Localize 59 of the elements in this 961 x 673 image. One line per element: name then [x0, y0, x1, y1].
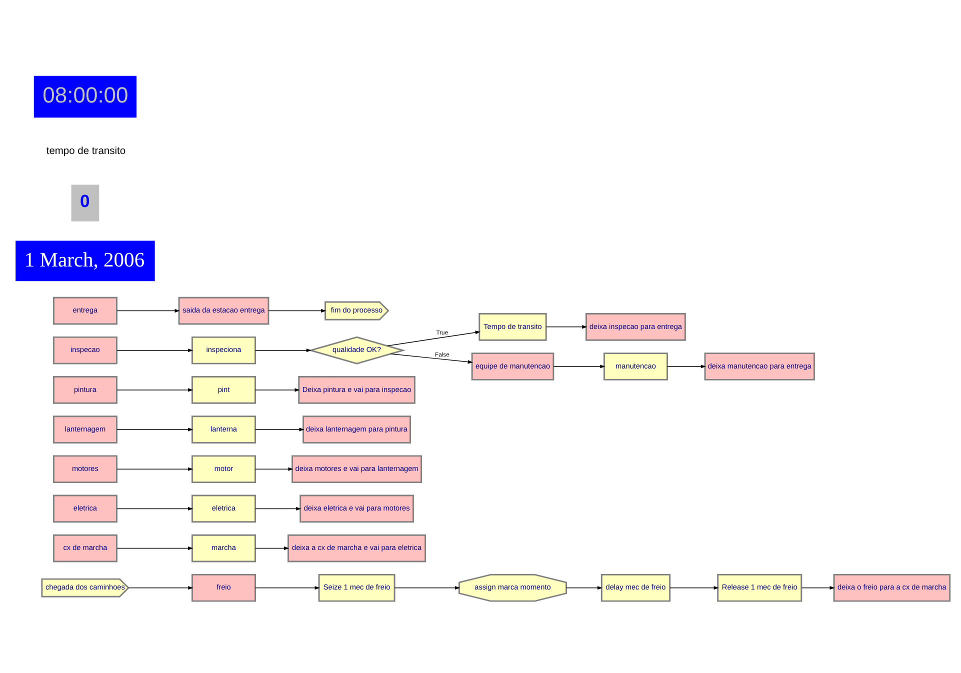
node-box: Seize 1 mec de freio	[318, 573, 396, 602]
node-diamond: qualidade OK?	[308, 336, 406, 364]
node-box: motor	[192, 454, 256, 483]
label: 08:00:00	[42, 82, 128, 108]
node-box: deixa inspecao para entrega	[586, 312, 686, 340]
node-box: deixa manutencao para entrega	[704, 352, 815, 380]
node-box: entrega	[52, 296, 118, 324]
node-box: deixa lanternagem para pintura	[302, 415, 412, 443]
node-box: eletrica	[52, 494, 118, 522]
arrow	[254, 546, 290, 550]
arrow	[128, 586, 194, 590]
node-box: Release 1 mec de freio	[717, 573, 802, 602]
arrow	[254, 388, 300, 392]
node-box: pint	[192, 376, 256, 404]
arrow	[546, 324, 588, 328]
arrow	[566, 586, 603, 590]
node-box: inspecao	[52, 336, 118, 364]
node-box: delay mec de freio	[600, 573, 671, 602]
arrow	[254, 586, 320, 590]
node-box: Tempo de transito	[478, 312, 547, 340]
arrow	[801, 586, 835, 590]
label: 0	[80, 190, 90, 210]
node-box: freio	[192, 573, 256, 602]
arrow	[116, 388, 194, 392]
node-box: deixa motores e vai para lanternagem	[292, 454, 422, 483]
node-box: inspeciona	[192, 336, 256, 364]
arrow	[390, 353, 473, 364]
node-box: deixa o freio para a cx de marcha	[833, 573, 951, 602]
arrow	[670, 586, 719, 590]
node-box: manutencao	[603, 352, 668, 380]
node-box: Deixa pintura e vai para inspecao	[298, 376, 416, 404]
node-box: lanternagem	[52, 415, 118, 443]
arrow	[394, 586, 460, 590]
node-box: deixa a cx de marcha e vai para eletrica	[288, 534, 426, 562]
arrow	[386, 330, 480, 346]
arrow	[254, 466, 294, 470]
arrow	[254, 348, 312, 352]
arrow	[116, 466, 194, 470]
node-box: cx de marcha	[52, 534, 118, 562]
node-box: equipe de manutencao	[471, 352, 554, 380]
arrow	[116, 546, 194, 550]
arrow	[116, 348, 194, 352]
node-box: lanterna	[192, 415, 256, 443]
node-box: deixa eletrica e vai para motores	[300, 494, 414, 522]
arrow	[116, 506, 194, 510]
arrow	[666, 364, 706, 368]
node-box: marcha	[192, 534, 256, 562]
arrow	[254, 427, 304, 431]
arrow	[268, 308, 326, 312]
node-box: motores	[52, 454, 118, 483]
node-box: saida da estacao entrega	[178, 296, 270, 324]
label: 1 March, 2006	[24, 248, 145, 271]
node-box: eletrica	[192, 494, 256, 522]
node-box: pintura	[52, 376, 118, 404]
arrow	[254, 506, 302, 510]
arrow	[553, 364, 606, 368]
arrow	[116, 308, 180, 312]
label: tempo de transito	[46, 146, 126, 157]
arrow	[116, 427, 194, 431]
